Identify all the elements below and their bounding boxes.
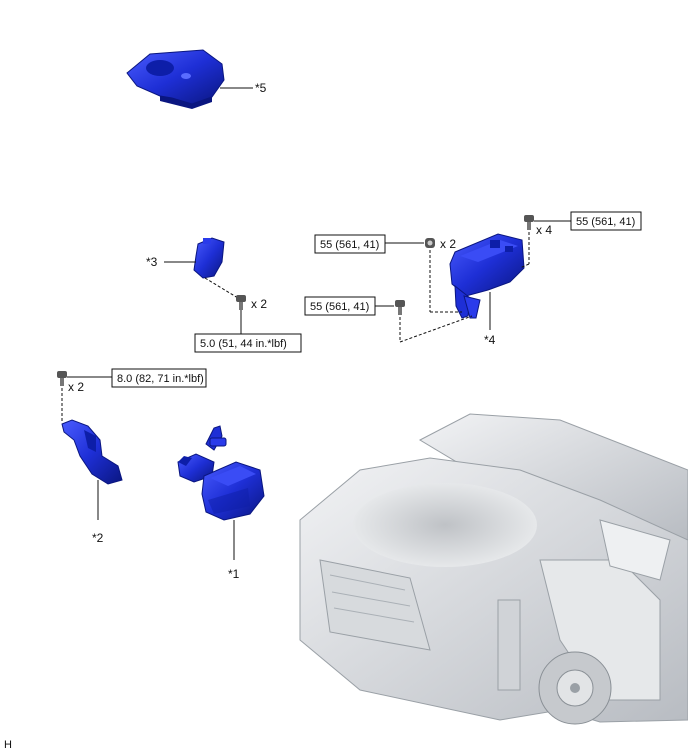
torque-box-4c <box>304 296 376 316</box>
qty-part4-bolt: x 4 <box>536 223 552 237</box>
bolt-icon <box>57 371 67 386</box>
engine-cover-part <box>126 49 225 109</box>
air-cleaner-part <box>177 425 265 521</box>
bracket-part-4 <box>449 233 525 319</box>
qty-part3-bolt: x 2 <box>251 297 267 311</box>
diagram-code: H <box>4 739 12 751</box>
torque-box-3 <box>194 333 302 353</box>
callout-4: *4 <box>484 333 496 347</box>
vehicle-front-illustration <box>299 413 688 725</box>
dashed-line-4f <box>399 315 473 343</box>
qty-part2-bolt: x 2 <box>68 380 84 394</box>
callout-1: *1 <box>228 567 240 581</box>
bolt-icon <box>236 295 246 310</box>
qty-part4-nut: x 2 <box>440 237 456 251</box>
callout-5: *5 <box>255 81 267 95</box>
bracket-part-2 <box>61 419 123 485</box>
torque-box-4a <box>314 234 386 254</box>
bolt-icon <box>524 215 534 230</box>
torque-part2-bolt: 8.0 (82, 71 in.*lbf) <box>117 373 204 385</box>
nut-icon <box>425 238 435 248</box>
torque-part3-bolt: 5.0 (51, 44 in.*lbf) <box>200 338 287 350</box>
torque-box-2 <box>111 368 207 388</box>
bracket-part-3 <box>193 237 225 279</box>
dashed-line-3 <box>204 277 239 299</box>
callout-2: *2 <box>92 531 104 545</box>
callout-3: *3 <box>146 255 158 269</box>
torque-part4-top-left: 55 (561, 41) <box>320 239 379 251</box>
bolt-icon <box>395 300 405 315</box>
torque-part4-top-right: 55 (561, 41) <box>576 216 635 228</box>
torque-box-4b <box>570 211 642 231</box>
dashed-line-4d <box>519 263 530 269</box>
torque-part4-lower: 55 (561, 41) <box>310 301 369 313</box>
